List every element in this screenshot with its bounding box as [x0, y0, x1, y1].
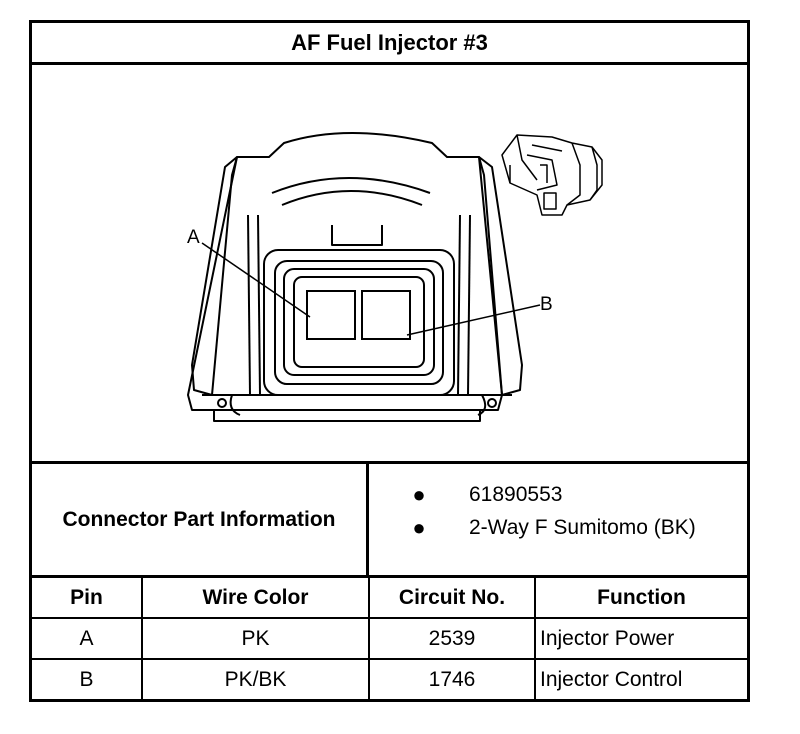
connector-sheet: AF Fuel Injector #3 — [29, 20, 750, 702]
header-pin: Pin — [32, 578, 143, 619]
left-flange — [191, 156, 238, 396]
circuit-cell: 1746 — [368, 658, 536, 699]
bullet-icon: ● — [412, 514, 426, 540]
circuit-cell: 2539 — [368, 617, 536, 660]
connector-info-item: ● 61890553 — [369, 478, 747, 511]
pin-cell: A — [32, 617, 143, 660]
pin-table-header: Pin Wire Color Circuit No. Function — [32, 578, 747, 619]
wire-color-cell: PK/BK — [141, 658, 370, 699]
pin-table: Pin Wire Color Circuit No. Function A PK… — [32, 578, 747, 699]
right-flange — [478, 156, 523, 396]
header-function: Function — [534, 578, 747, 619]
callout-b-label: B — [540, 294, 553, 315]
callout-a-label: A — [187, 227, 200, 248]
page-title: AF Fuel Injector #3 — [32, 23, 747, 65]
bullet-icon: ● — [412, 481, 426, 507]
pin-cell: B — [32, 658, 143, 699]
top-latch — [271, 177, 431, 194]
header-wire-color: Wire Color — [141, 578, 370, 619]
connector-part-information: Connector Part Information ● 61890553 ● … — [32, 461, 747, 578]
table-row: A PK 2539 Injector Power — [32, 617, 747, 660]
connector-face-drawing: A B — [187, 132, 603, 422]
function-cell: Injector Power — [534, 617, 747, 660]
connector-info-label: Connector Part Information — [32, 464, 369, 575]
cavity-a — [306, 290, 356, 340]
function-cell: Injector Control — [534, 658, 747, 699]
connector-thumbnail — [501, 134, 603, 216]
cavity-b — [361, 290, 411, 340]
callout-b-leader — [406, 304, 541, 336]
part-number: 61890553 — [469, 482, 563, 506]
header-circuit-no: Circuit No. — [368, 578, 536, 619]
wire-color-cell: PK — [141, 617, 370, 660]
connector-description: 2-Way F Sumitomo (BK) — [469, 515, 696, 539]
inner-shroud — [263, 249, 455, 396]
connector-info-list: ● 61890553 ● 2-Way F Sumitomo (BK) — [369, 464, 747, 575]
table-row: B PK/BK 1746 Injector Control — [32, 658, 747, 699]
connector-diagram: A B — [32, 65, 747, 461]
callout-a-leader — [201, 242, 311, 318]
connector-info-item: ● 2-Way F Sumitomo (BK) — [369, 511, 747, 544]
